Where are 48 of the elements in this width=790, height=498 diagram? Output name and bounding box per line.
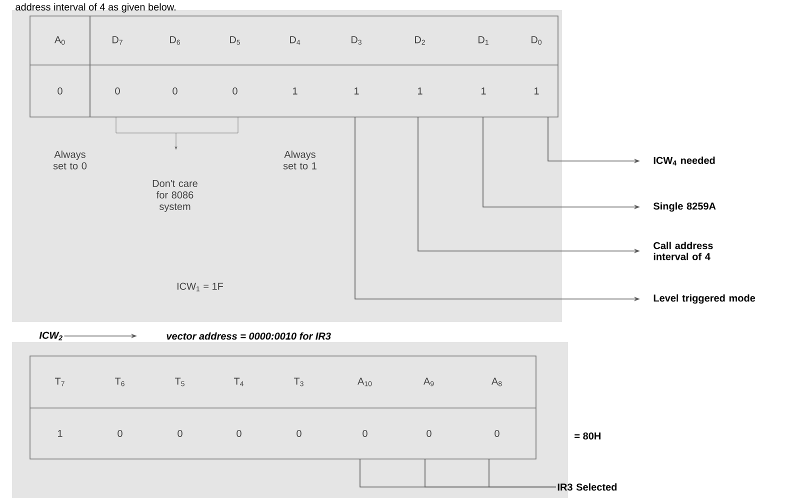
header-cell: A$_{9}$ xyxy=(424,378,434,386)
text-label: ICW$_{4}$ needed xyxy=(654,156,715,166)
header-cell: A$_{8}$ xyxy=(491,378,502,386)
text-label: IR3 Selected xyxy=(558,483,617,491)
text-label: Always set to 1 xyxy=(283,150,316,170)
value-cell: 0 xyxy=(296,430,302,438)
value-cell: 0 xyxy=(115,87,120,95)
value-cell: 1 xyxy=(293,88,298,94)
header-cell: D$_{0}$ xyxy=(532,36,542,45)
value-cell: 1 xyxy=(418,88,422,94)
value-cell: 1 xyxy=(534,88,539,94)
value-cell: 0 xyxy=(362,430,368,438)
header-cell: D$_{7}$ xyxy=(112,36,122,45)
value-cell: 1 xyxy=(482,88,486,94)
header-cell: T$_{6}$ xyxy=(114,378,124,386)
header-cell: T$_{7}$ xyxy=(54,378,64,386)
text-label: Call address interval of 4 xyxy=(654,242,713,260)
value-cell: 1 xyxy=(58,430,62,437)
value-cell: 0 xyxy=(58,87,62,95)
text-label: address interval of 4 as given below. xyxy=(16,3,176,13)
value-cell: 0 xyxy=(494,430,500,438)
connector-line xyxy=(488,458,556,488)
value-cell: 0 xyxy=(236,430,242,438)
value-cell: 0 xyxy=(118,430,122,438)
text-label: Single 8259A xyxy=(653,202,716,212)
text-label: = 80H xyxy=(574,432,600,440)
header-cell: T$_{5}$ xyxy=(174,378,184,386)
value-cell: 0 xyxy=(232,87,238,95)
text-label: ICW$_{2}$ xyxy=(39,332,62,340)
header-cell: D$_{6}$ xyxy=(170,36,180,45)
value-cell: 0 xyxy=(178,430,182,438)
header-cell: T$_{4}$ xyxy=(234,378,244,386)
header-cell: T$_{3}$ xyxy=(294,378,304,386)
text-label: Level triggered mode xyxy=(654,294,756,304)
value-cell: 0 xyxy=(172,87,178,95)
header-cell: D$_{2}$ xyxy=(415,36,425,45)
header-cell: A$_{0}$ xyxy=(54,36,65,45)
text-label: vector address = 0000:0010 for IR3 xyxy=(166,332,331,340)
header-cell: D$_{1}$ xyxy=(478,36,488,45)
text-label: Always set to 0 xyxy=(53,150,87,170)
header-cell: D$_{4}$ xyxy=(290,36,300,45)
value-cell: 1 xyxy=(354,88,359,94)
text-label: ICW$_{1}$ = 1F xyxy=(177,282,224,292)
header-cell: D$_{3}$ xyxy=(352,36,362,45)
text-label: Don't care for 8086 system xyxy=(152,180,198,212)
value-cell: 0 xyxy=(426,430,432,438)
header-cell: D$_{5}$ xyxy=(230,36,240,45)
header-cell: A$_{10}$ xyxy=(358,378,372,386)
